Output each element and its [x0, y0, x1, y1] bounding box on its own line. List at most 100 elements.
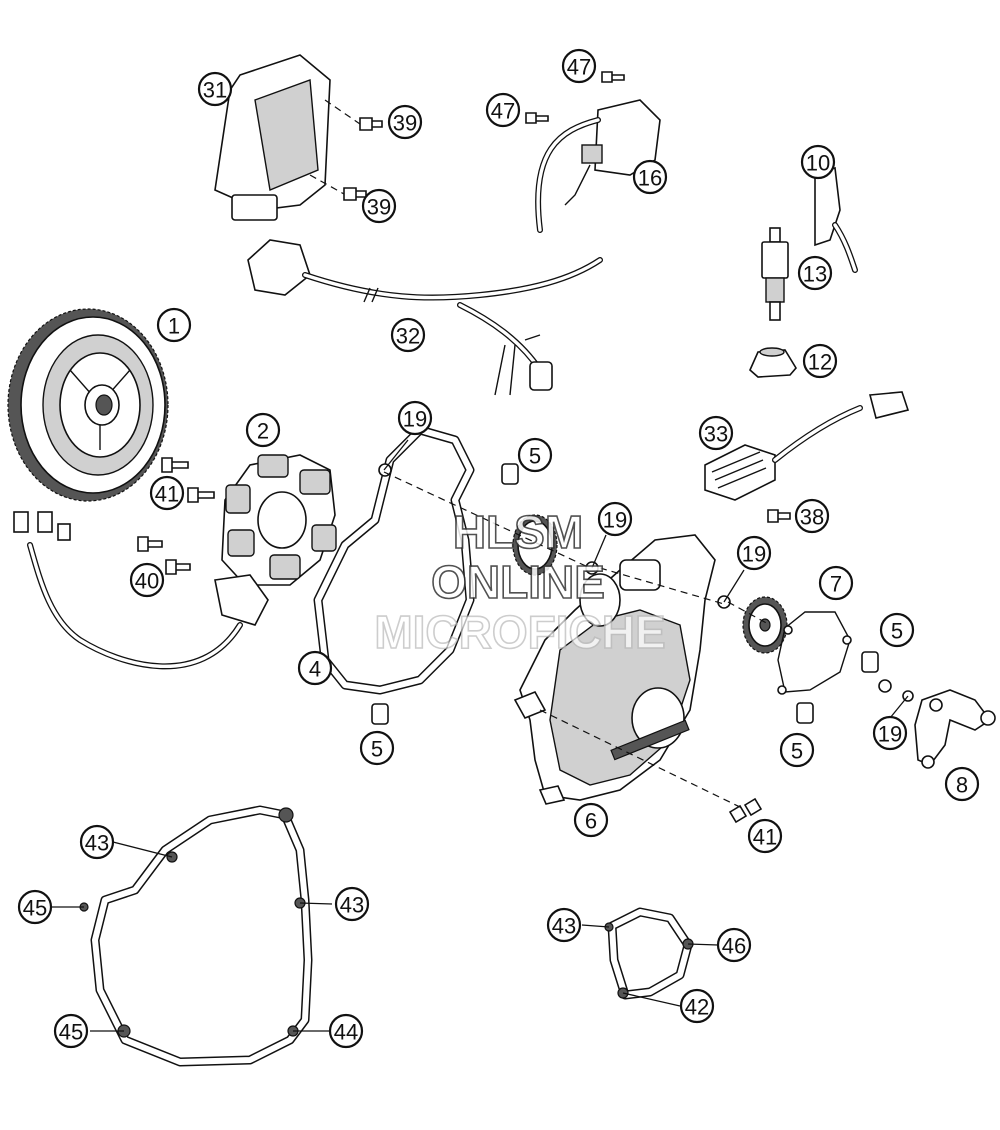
callout-c19d: 19 [872, 715, 908, 751]
callout-c12: 12 [802, 343, 838, 379]
callout-number: 5 [529, 444, 541, 469]
callout-number: 4 [309, 657, 321, 682]
callout-c43c: 43 [546, 907, 582, 943]
callout-number: 1 [168, 314, 180, 339]
callout-circle [698, 415, 734, 451]
ignition-cover[interactable] [513, 534, 716, 805]
callout-circle [872, 715, 908, 751]
small-gasket[interactable] [777, 611, 852, 695]
dowel-pins[interactable] [371, 463, 879, 725]
callout-c43b: 43 [334, 886, 370, 922]
callout-number: 2 [257, 419, 269, 444]
callout-circle [716, 927, 752, 963]
assembly-lines [383, 471, 771, 809]
callout-number: 5 [891, 619, 903, 644]
stator[interactable] [13, 454, 337, 670]
callout-number: 40 [135, 569, 159, 594]
cover-gasket[interactable] [313, 425, 475, 695]
watermark-line2: ONLINE [431, 556, 605, 608]
callout-circle [779, 732, 815, 768]
callout-c39a: 39 [387, 104, 423, 140]
watermark-line1: HLSM [453, 506, 583, 558]
callout-c42: 42 [679, 988, 715, 1024]
cdi-bolts[interactable] [309, 99, 383, 201]
callout-number: 43 [340, 893, 364, 918]
callout-number: 42 [685, 995, 709, 1020]
callout-c46: 46 [716, 927, 752, 963]
callout-c5a: 5 [517, 437, 553, 473]
callout-circle [387, 104, 423, 140]
callout-circle [197, 71, 233, 107]
cdi-unit[interactable] [214, 54, 331, 221]
callout-c32: 32 [390, 317, 426, 353]
leader-lines [52, 439, 909, 1032]
callout-number: 5 [371, 737, 383, 762]
callout-c8: 8 [944, 766, 980, 802]
callout-c47b: 47 [485, 92, 521, 128]
callout-circle [390, 317, 426, 353]
callout-circle [485, 92, 521, 128]
callout-c19b: 19 [597, 501, 633, 537]
callout-number: 45 [23, 896, 47, 921]
starter-relay[interactable] [535, 99, 661, 233]
bolts-stator[interactable] [137, 457, 215, 575]
callout-number: 19 [878, 722, 902, 747]
callout-c10: 10 [800, 144, 836, 180]
wire-harness[interactable] [247, 239, 603, 396]
callout-circle [17, 889, 53, 925]
callout-number: 31 [203, 78, 227, 103]
spark-plug[interactable] [761, 227, 789, 321]
callout-number: 8 [956, 773, 968, 798]
spark-plug-seal[interactable] [749, 347, 797, 378]
callout-c1: 1 [156, 307, 192, 343]
callout-number: 6 [585, 809, 597, 834]
callout-circle [573, 802, 609, 838]
callout-c7: 7 [818, 565, 854, 601]
callout-c4: 4 [297, 650, 333, 686]
callout-circle [546, 907, 582, 943]
watermark-line3: MICROFICHE [374, 606, 665, 658]
relay-bolts[interactable] [525, 71, 625, 124]
callout-number: 10 [806, 151, 830, 176]
callout-number: 19 [742, 542, 766, 567]
callout-number: 13 [803, 262, 827, 287]
callout-c38: 38 [794, 498, 830, 534]
callout-circle [561, 48, 597, 84]
callout-c41b: 41 [747, 818, 783, 854]
idler-gear[interactable] [742, 596, 788, 654]
callout-circle [818, 565, 854, 601]
callout-circle [802, 343, 838, 379]
callout-number: 19 [403, 407, 427, 432]
callout-number: 47 [491, 99, 515, 124]
callout-c45b: 45 [53, 1013, 89, 1049]
callout-c5c: 5 [879, 612, 915, 648]
callout-circle [334, 886, 370, 922]
spark-plug-cap[interactable] [814, 166, 858, 273]
callout-c19c: 19 [736, 535, 772, 571]
lower-cover-gasket[interactable] [79, 805, 313, 1067]
callout-number: 45 [59, 1020, 83, 1045]
callout-c41a: 41 [149, 475, 185, 511]
callout-circle [736, 535, 772, 571]
callout-number: 38 [800, 505, 824, 530]
callout-circle [328, 1013, 364, 1049]
callout-c43a: 43 [79, 824, 115, 860]
callout-circle [359, 730, 395, 766]
callout-c2: 2 [245, 412, 281, 448]
callout-number: 39 [393, 111, 417, 136]
cover-bolts[interactable] [728, 797, 763, 824]
callout-circle [632, 159, 668, 195]
callout-c45a: 45 [17, 889, 53, 925]
callout-c40: 40 [129, 562, 165, 598]
callout-circle [129, 562, 165, 598]
callout-number: 5 [791, 739, 803, 764]
callout-circle [79, 824, 115, 860]
voltage-regulator[interactable] [704, 391, 910, 501]
callout-circle [797, 255, 833, 291]
drive-gear[interactable] [512, 514, 558, 576]
lower-small-gasket[interactable] [604, 907, 694, 1000]
regulator-bolt[interactable] [767, 509, 791, 523]
flywheel-rotor[interactable] [7, 308, 169, 502]
small-cover[interactable] [914, 689, 996, 769]
callout-circle [156, 307, 192, 343]
